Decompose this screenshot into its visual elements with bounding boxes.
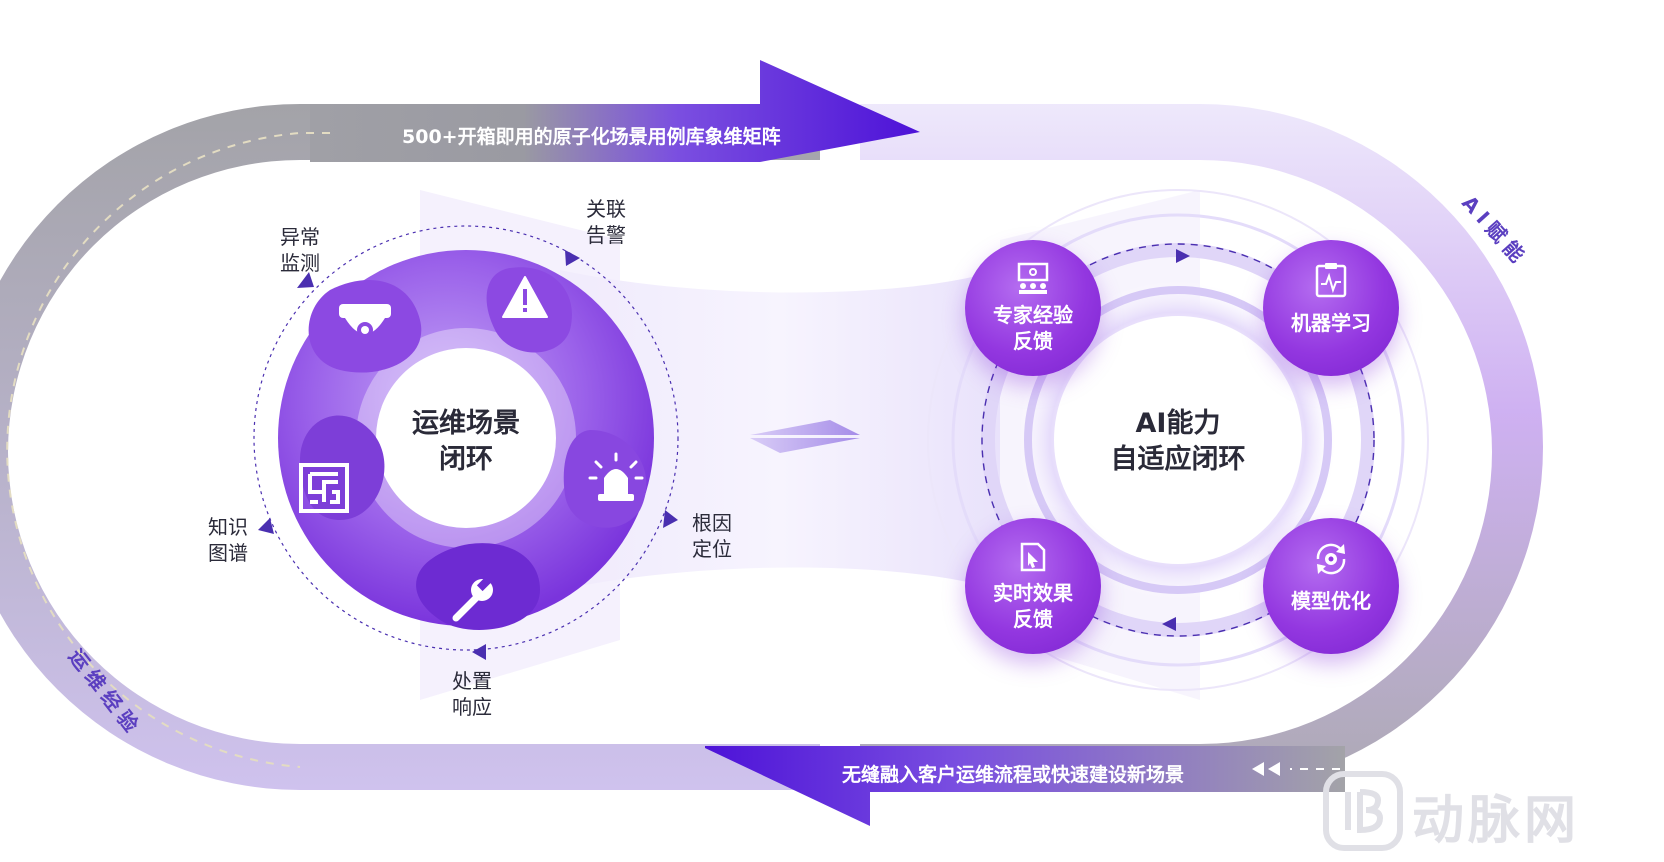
label-knowledge-graph: 知识图谱 — [208, 515, 248, 565]
node-realtime-feedback: 实时效果反馈 — [965, 518, 1101, 654]
watermark-logo-icon — [1323, 771, 1403, 851]
meeting-icon — [1017, 262, 1049, 294]
maze-icon — [299, 463, 349, 513]
wrench-icon — [452, 576, 493, 622]
label-handle: 处置响应 — [452, 669, 492, 719]
label-anomaly: 异常监测 — [280, 225, 320, 275]
gear-refresh-icon — [1316, 543, 1346, 575]
watermark-text: 动脉网 — [1412, 791, 1581, 851]
node-expert-feedback: 专家经验反馈 — [965, 240, 1101, 376]
warning-icon — [502, 276, 548, 318]
bottom-banner-text: 无缝融入客户运维流程或快速建设新场景 — [842, 764, 1185, 786]
node-model-optimization: 模型优化 — [1263, 518, 1399, 654]
document-cursor-icon — [1020, 542, 1046, 572]
right-center-title: AI能力自适应闭环 — [1110, 408, 1246, 475]
siren-icon — [588, 452, 644, 501]
left-center-title: 运维场景闭环 — [412, 408, 520, 475]
clipboard-chart-icon — [1315, 263, 1347, 298]
node-machine-learning: 机器学习 — [1263, 240, 1399, 376]
label-alert: 关联告警 — [586, 197, 626, 247]
top-banner-text: 500+开箱即用的原子化场景用例库象维矩阵 — [402, 126, 781, 148]
camera-icon — [339, 304, 391, 338]
label-root-cause: 根因定位 — [692, 511, 732, 561]
